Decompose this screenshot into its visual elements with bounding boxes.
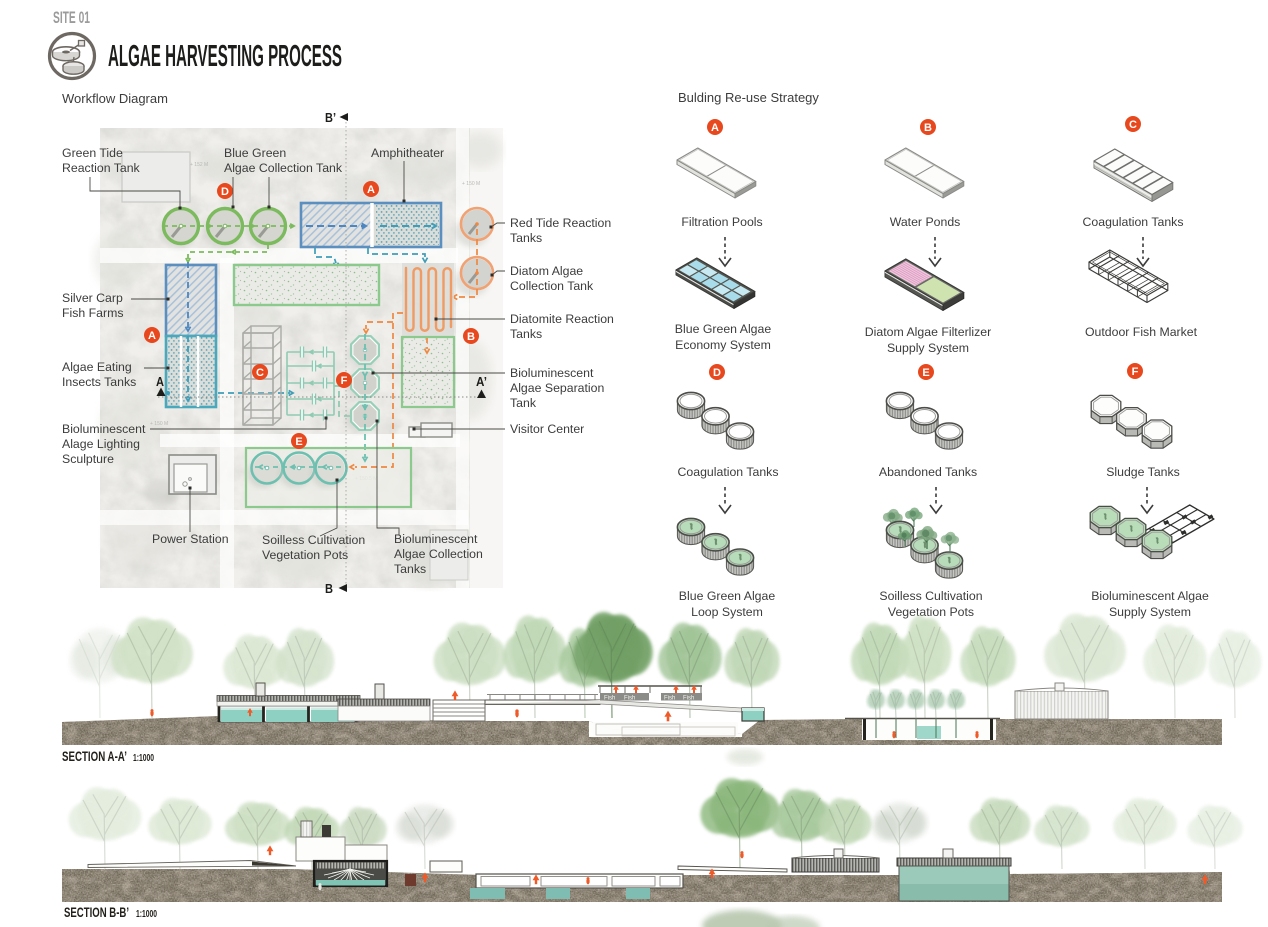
- svg-text:SECTION A-A’: SECTION A-A’: [62, 748, 127, 764]
- svg-text:Reaction Tank: Reaction Tank: [62, 161, 141, 175]
- svg-text:B’: B’: [325, 110, 336, 125]
- svg-text:Power Station: Power Station: [152, 532, 229, 546]
- svg-text:Sculpture: Sculpture: [62, 452, 114, 466]
- svg-text:Sludge Tanks: Sludge Tanks: [1106, 465, 1180, 479]
- svg-text:Workflow Diagram: Workflow Diagram: [62, 91, 168, 106]
- svg-text:F: F: [1132, 366, 1139, 378]
- svg-text:+ 150 M: + 150 M: [462, 181, 480, 187]
- svg-text:1:1000: 1:1000: [136, 908, 157, 920]
- svg-text:Tanks: Tanks: [510, 327, 542, 341]
- svg-text:Alage Lighting: Alage Lighting: [62, 437, 140, 451]
- svg-text:E: E: [922, 367, 929, 379]
- svg-text:+ 152 M: + 152 M: [190, 162, 208, 168]
- svg-text:Bioluminescent Algae: Bioluminescent Algae: [1091, 589, 1209, 603]
- svg-text:E: E: [295, 436, 302, 448]
- svg-text:Bioluminescent: Bioluminescent: [394, 532, 478, 546]
- svg-text:Algae Eating: Algae Eating: [62, 360, 132, 374]
- svg-text:F: F: [341, 375, 348, 387]
- svg-text:Visitor Center: Visitor Center: [510, 422, 584, 436]
- svg-text:Tanks: Tanks: [394, 562, 426, 576]
- svg-text:A’: A’: [476, 374, 487, 389]
- svg-text:Supply System: Supply System: [887, 341, 969, 355]
- svg-text:Green Tide: Green Tide: [62, 146, 123, 160]
- svg-text:Soilless Cultivation: Soilless Cultivation: [879, 589, 982, 603]
- svg-text:Diatomite Reaction: Diatomite Reaction: [510, 312, 614, 326]
- svg-text:B: B: [467, 331, 475, 343]
- svg-text:SITE 01: SITE 01: [53, 9, 90, 27]
- svg-text:Blue Green Algae: Blue Green Algae: [679, 589, 776, 603]
- svg-text:Soilless Cultivation: Soilless Cultivation: [262, 533, 365, 547]
- svg-text:Diatom Algae Filterlizer: Diatom Algae Filterlizer: [865, 325, 991, 339]
- svg-text:B: B: [924, 122, 932, 134]
- svg-text:A: A: [156, 374, 165, 389]
- svg-text:Abandoned Tanks: Abandoned Tanks: [879, 465, 977, 479]
- svg-text:A: A: [711, 122, 719, 134]
- svg-text:Collection Tank: Collection Tank: [510, 279, 594, 293]
- svg-text:Algae Collection Tank: Algae Collection Tank: [224, 161, 343, 175]
- svg-text:Bioluminescent: Bioluminescent: [510, 366, 594, 380]
- svg-text:C: C: [1129, 119, 1137, 131]
- svg-text:Coagulation Tanks: Coagulation Tanks: [678, 465, 779, 479]
- svg-text:Amphitheater: Amphitheater: [371, 146, 444, 160]
- svg-text:Fish: Fish: [683, 696, 694, 702]
- svg-text:Fish: Fish: [624, 696, 635, 702]
- svg-text:Supply System: Supply System: [1109, 605, 1191, 619]
- svg-text:B: B: [325, 581, 333, 596]
- svg-text:Blue Green Algae: Blue Green Algae: [675, 322, 772, 336]
- svg-text:Fish: Fish: [664, 696, 675, 702]
- svg-text:Bioluminescent: Bioluminescent: [62, 422, 146, 436]
- svg-text:+ 150 M: + 150 M: [150, 421, 168, 427]
- svg-text:Water Ponds: Water Ponds: [890, 215, 961, 229]
- svg-text:ALGAE HARVESTING PROCESS: ALGAE HARVESTING PROCESS: [108, 39, 342, 73]
- svg-text:Tank: Tank: [510, 396, 537, 410]
- svg-text:Loop System: Loop System: [691, 605, 763, 619]
- svg-text:Vegetation Pots: Vegetation Pots: [262, 548, 348, 562]
- svg-text:1:1000: 1:1000: [133, 752, 154, 764]
- svg-text:Insects Tanks: Insects Tanks: [62, 375, 136, 389]
- svg-text:SECTION B-B’: SECTION B-B’: [64, 904, 129, 920]
- svg-text:Blue Green: Blue Green: [224, 146, 286, 160]
- svg-text:A: A: [148, 330, 156, 342]
- svg-text:Economy System: Economy System: [675, 338, 771, 352]
- svg-text:Vegetation Pots: Vegetation Pots: [888, 605, 974, 619]
- svg-text:C: C: [256, 367, 264, 379]
- svg-text:Fish: Fish: [604, 696, 615, 702]
- svg-text:Silver Carp: Silver Carp: [62, 291, 123, 305]
- svg-text:Tanks: Tanks: [510, 231, 542, 245]
- svg-text:D: D: [221, 186, 229, 198]
- svg-text:Algae Separation: Algae Separation: [510, 381, 605, 395]
- svg-text:Red Tide Reaction: Red Tide Reaction: [510, 216, 611, 230]
- svg-text:Diatom Algae: Diatom Algae: [510, 264, 583, 278]
- svg-text:A: A: [367, 184, 375, 196]
- svg-text:Algae Collection: Algae Collection: [394, 547, 483, 561]
- svg-text:Outdoor Fish Market: Outdoor Fish Market: [1085, 325, 1198, 339]
- svg-text:Coagulation Tanks: Coagulation Tanks: [1083, 215, 1184, 229]
- svg-text:Fish Farms: Fish Farms: [62, 306, 124, 320]
- svg-text:Filtration Pools: Filtration Pools: [681, 215, 762, 229]
- svg-text:D: D: [713, 367, 721, 379]
- svg-text:Bulding Re-use Strategy: Bulding Re-use Strategy: [678, 90, 819, 105]
